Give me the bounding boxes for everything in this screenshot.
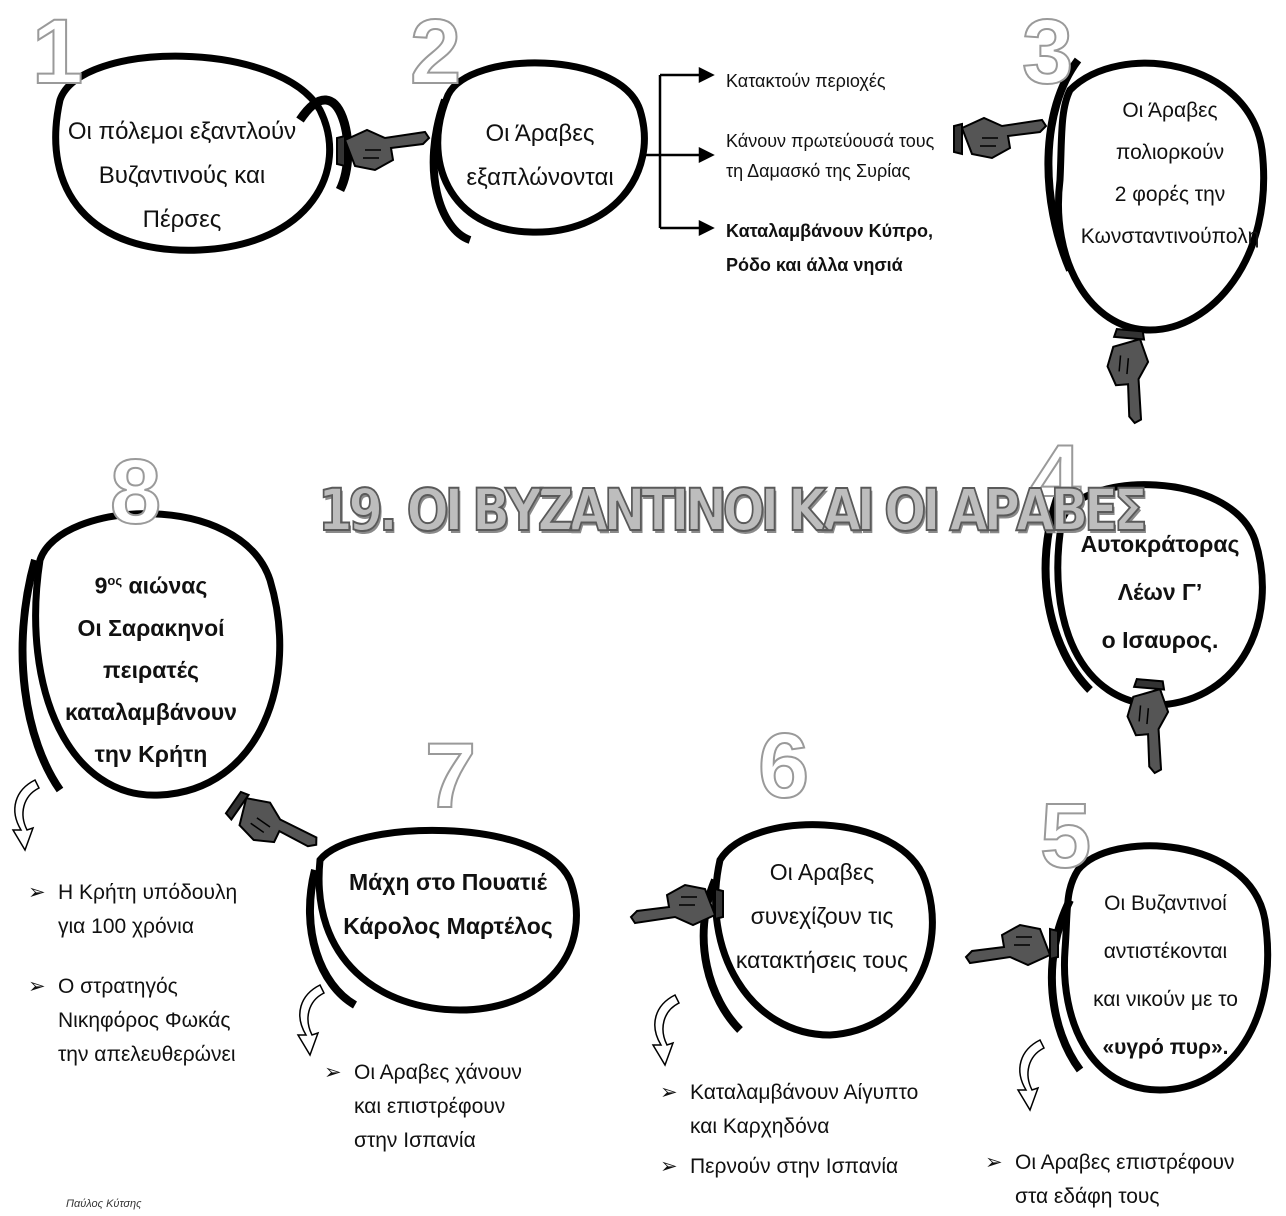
author-credit: Παύλος Κύτσης [66, 1198, 142, 1210]
hand-icon [965, 924, 1059, 966]
list-item: ➢Η Κρήτη υπόδουλη [28, 881, 238, 904]
list-item: ➢Περνούν στην Ισπανία [660, 1155, 899, 1178]
bubble-8 [18, 510, 284, 799]
step-number-8: 8 [109, 441, 162, 543]
bullet-list-step-5: ➢Οι Αραβες επιστρέφουν στα εδάφη τους [985, 1146, 1235, 1214]
branch-note-1: Κατακτούν περιοχές [726, 71, 886, 91]
step-number-4: 4 [1029, 427, 1082, 529]
hand-icon [1101, 327, 1152, 425]
step-number-6: 6 [757, 715, 810, 817]
step-number-2: 2 [409, 1, 462, 103]
curl-arrow-icon [652, 994, 680, 1066]
bubble-3 [1044, 57, 1268, 334]
bullet-list-step-8: ➢Η Κρήτη υπόδουλη για 100 χρόνια ➢Ο στρα… [28, 876, 237, 1072]
branch-arrows [640, 66, 715, 237]
bubble-5 [1047, 842, 1272, 1094]
list-item: ➢Καταλαμβάνουν Αίγυπτο [660, 1081, 919, 1104]
step-number-5: 5 [1039, 785, 1092, 887]
list-item: ➢Ο στρατηγός [28, 975, 178, 998]
list-item: ➢Οι Αραβες χάνουν [324, 1061, 522, 1084]
step-number-1: 1 [31, 1, 84, 103]
curl-arrow-icon [12, 779, 40, 851]
curl-arrow-icon [1017, 1039, 1045, 1111]
curl-arrow-icon [297, 984, 325, 1056]
bubble-2 [429, 59, 648, 244]
step-number-3: 3 [1021, 1, 1074, 103]
page-title: 19. ΟΙ ΒΥΖΑΝΤΙΝΟΙ ΚΑΙ ΟΙ ΑΡΑΒΕΣ [317, 475, 1149, 545]
bullet-list-step-6: ➢Καταλαμβάνουν Αίγυπτο και Καρχηδόνα ➢Πε… [660, 1076, 918, 1184]
bubble-4 [1041, 481, 1266, 709]
branch-note-3: Καταλαμβάνουν Κύπρο,Ρόδο και άλλα νησιά [726, 221, 934, 275]
list-item: ➢Οι Αραβες επιστρέφουν [985, 1151, 1235, 1174]
bubble-1 [52, 52, 353, 254]
hand-icon [953, 117, 1047, 159]
hand-icon [221, 784, 322, 872]
bubble-7 [305, 826, 580, 1014]
step-number-7: 7 [424, 725, 477, 827]
bullet-list-step-7: ➢Οι Αραβες χάνουν και επιστρέφουν στην Ι… [324, 1056, 522, 1158]
